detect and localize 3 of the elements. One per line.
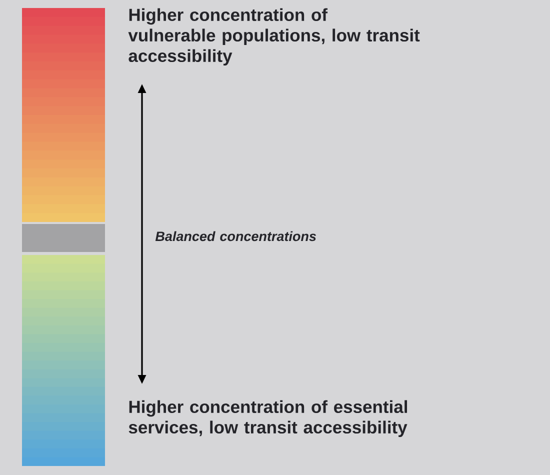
legend-label: Balanced concentrations: [155, 231, 316, 242]
legend-label: Higher concentration of vulnerable populations, low transit accessibility: [128, 8, 420, 66]
legend-label: Higher concentration of essential services, low transit accessibility: [128, 400, 408, 438]
